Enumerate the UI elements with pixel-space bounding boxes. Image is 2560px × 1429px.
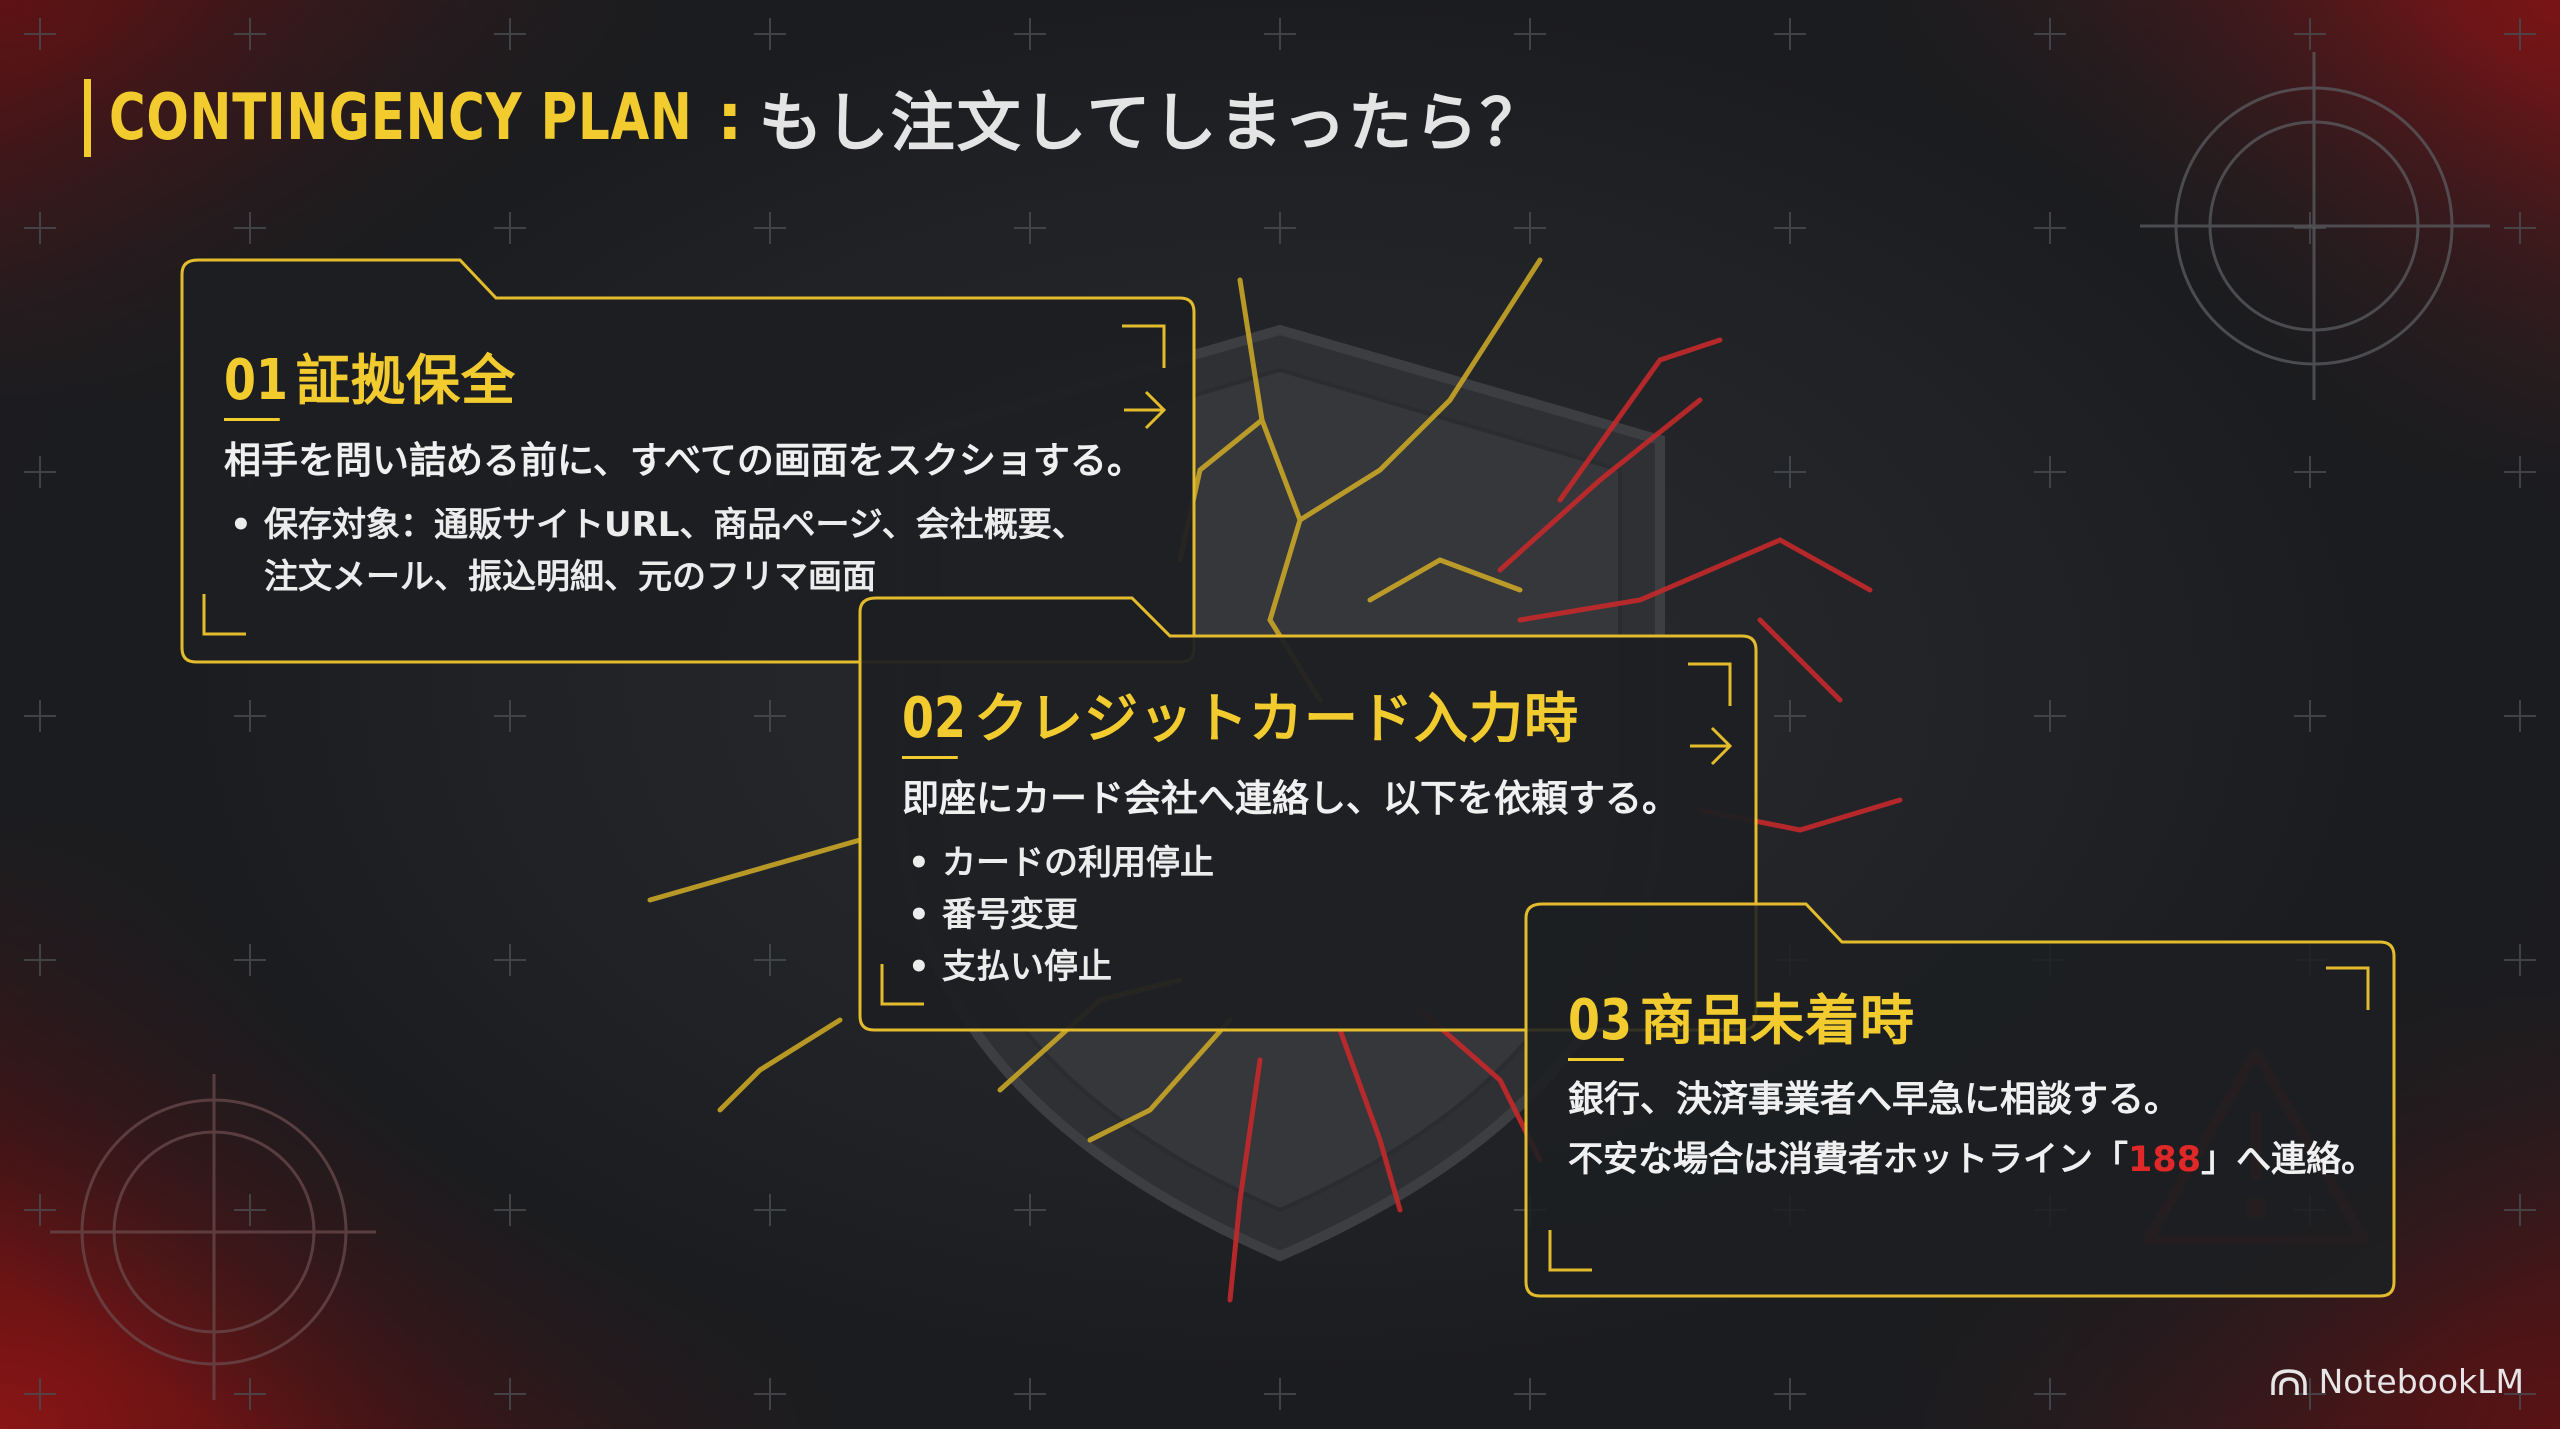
grid-cross [754, 944, 786, 976]
grid-cross [1774, 456, 1806, 488]
grid-cross [754, 18, 786, 50]
card-title: 商品未着時 [1640, 989, 1915, 1052]
grid-cross [2034, 18, 2066, 50]
grid-cross [2504, 212, 2536, 244]
grid-cross [1774, 212, 1806, 244]
list-item-continuation: 注文メール、振込明細、元のフリマ画面 [264, 557, 876, 598]
grid-cross [494, 1378, 526, 1410]
grid-cross [1514, 18, 1546, 50]
brand-watermark: NotebookLM [2269, 1362, 2524, 1401]
grid-cross [494, 212, 526, 244]
grid-cross [1014, 212, 1046, 244]
card-title: クレジットカード入力時 [974, 687, 1579, 750]
card-list: •カードの利用停止 •番号変更 •支払い停止 [902, 837, 1718, 993]
brand-name: NotebookLM [2318, 1362, 2524, 1401]
title-colon: : [717, 81, 743, 155]
card-number: 01 [224, 348, 288, 421]
grid-cross [2294, 456, 2326, 488]
grid-cross [2294, 1378, 2326, 1410]
card-number: 03 [1568, 988, 1632, 1061]
grid-cross [2034, 1378, 2066, 1410]
title-japanese: もし注文してしまったら？ [758, 87, 1547, 161]
grid-cross [1264, 1378, 1296, 1410]
crosshair-icon [50, 1074, 376, 1400]
list-item: •支払い停止 [908, 947, 1112, 988]
grid-cross [24, 1378, 56, 1410]
grid-cross [2294, 700, 2326, 732]
card-lead: 即座にカード会社へ連絡し、以下を依頼する。 [902, 777, 1679, 820]
title-english: CONTINGENCY PLAN [109, 81, 693, 155]
grid-cross [24, 944, 56, 976]
grid-cross [1264, 212, 1296, 244]
title-accent-bar [84, 79, 91, 157]
grid-cross [1514, 212, 1546, 244]
grid-cross [234, 1378, 266, 1410]
grid-cross [1014, 1194, 1046, 1226]
grid-cross [234, 700, 266, 732]
grid-cross [234, 212, 266, 244]
list-item: •カードの利用停止 [908, 843, 1214, 884]
grid-cross [2504, 1378, 2536, 1410]
grid-cross [754, 1378, 786, 1410]
grid-cross [494, 18, 526, 50]
grid-cross [754, 1194, 786, 1226]
card-lead: 相手を問い詰める前に、すべての画面をスクショする。 [224, 439, 1144, 482]
grid-cross [494, 1194, 526, 1226]
card-heading: 01 証拠保全 [224, 336, 1156, 421]
list-item: •番号変更 [908, 895, 1078, 936]
card-frame [1524, 902, 2396, 1298]
grid-cross [2504, 1194, 2536, 1226]
grid-cross [2034, 700, 2066, 732]
card-number: 02 [902, 686, 966, 759]
grid-cross [24, 18, 56, 50]
hotline-number: 188 [2128, 1139, 2202, 1180]
grid-cross [2504, 944, 2536, 976]
arrow-right-icon [1690, 726, 1733, 766]
card-heading: 03 商品未着時 [1568, 976, 2356, 1061]
card-03-undelivered: 03 商品未着時 銀行、決済事業者へ早急に相談する。 不安な場合は消費者ホットラ… [1524, 902, 2396, 1298]
grid-cross [2034, 212, 2066, 244]
grid-cross [1514, 1378, 1546, 1410]
page-title: CONTINGENCY PLAN : もし注文してしまったら？ [84, 72, 1546, 164]
grid-cross [1774, 700, 1806, 732]
grid-cross [1264, 18, 1296, 50]
grid-cross [1014, 1378, 1046, 1410]
card-lead: 銀行、決済事業者へ早急に相談する。 [1568, 1079, 2181, 1120]
list-item: •保存対象：通販サイトURL、商品ページ、会社概要、 [230, 505, 1086, 546]
grid-cross [2294, 212, 2326, 244]
grid-cross [2504, 700, 2536, 732]
crosshair-icon [2140, 52, 2490, 400]
grid-cross [234, 1194, 266, 1226]
grid-cross [2034, 456, 2066, 488]
grid-cross [234, 18, 266, 50]
grid-cross [2504, 18, 2536, 50]
card-list: •保存対象：通販サイトURL、商品ページ、会社概要、 注文メール、振込明細、元の… [224, 499, 1156, 603]
grid-cross [1014, 18, 1046, 50]
grid-cross [24, 456, 56, 488]
arrow-right-icon [1124, 390, 1167, 430]
grid-cross [24, 1194, 56, 1226]
grid-cross [234, 944, 266, 976]
grid-cross [494, 944, 526, 976]
grid-cross [1774, 1378, 1806, 1410]
grid-cross [24, 212, 56, 244]
grid-cross [24, 700, 56, 732]
card-title: 証拠保全 [296, 349, 516, 412]
hotline-line: 不安な場合は消費者ホットライン「188」へ連絡。 [1568, 1139, 2377, 1180]
grid-cross [1774, 18, 1806, 50]
grid-cross [494, 700, 526, 732]
grid-cross [754, 212, 786, 244]
grid-cross [2504, 456, 2536, 488]
card-heading: 02 クレジットカード入力時 [902, 674, 1718, 759]
grid-cross [2294, 18, 2326, 50]
card-01-evidence: 01 証拠保全 相手を問い詰める前に、すべての画面をスクショする。 •保存対象：… [180, 258, 1196, 664]
grid-cross [754, 700, 786, 732]
notebooklm-logo-icon [2270, 1368, 2307, 1395]
